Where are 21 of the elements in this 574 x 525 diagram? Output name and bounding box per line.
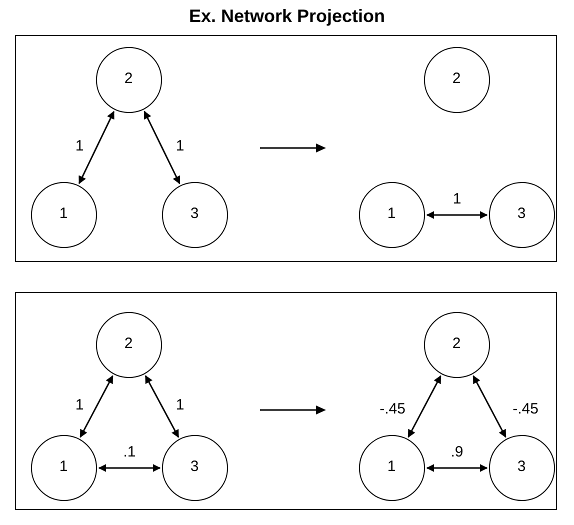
double-arrow — [144, 375, 180, 438]
double-arrow — [80, 375, 114, 438]
double-arrow — [78, 110, 114, 184]
double-arrow — [426, 464, 488, 472]
edge-label: 1 — [75, 397, 84, 412]
panel-box — [15, 35, 557, 262]
panel-box — [15, 292, 557, 510]
double-arrow — [144, 110, 180, 184]
edge-label: 1 — [452, 192, 462, 206]
edge-label: 1 — [75, 138, 84, 153]
title: Ex. Network Projection — [188, 5, 386, 28]
double-arrow — [426, 211, 488, 219]
edge-label: 1 — [176, 397, 184, 412]
double-arrow — [408, 375, 442, 438]
edge-label: -.45 — [512, 401, 538, 416]
edge-label: .1 — [123, 444, 136, 460]
edge-label: .9 — [450, 444, 464, 460]
double-arrow — [98, 464, 161, 472]
edge-label: -.45 — [380, 401, 406, 416]
edge-label: 1 — [176, 138, 184, 153]
double-arrow — [472, 375, 506, 438]
